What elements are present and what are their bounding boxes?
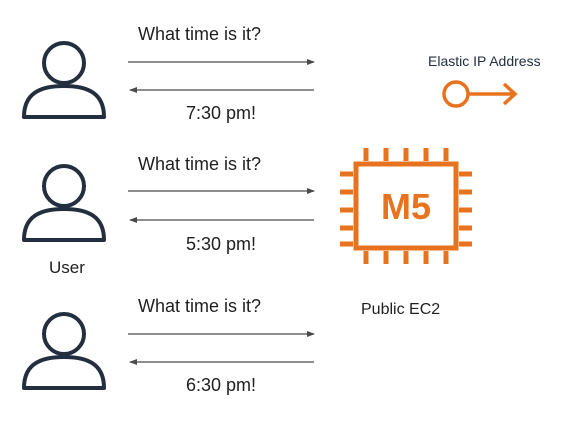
question-label: What time is it? — [138, 154, 262, 174]
elastic-ip-label: Elastic IP Address — [428, 53, 541, 69]
user-icon — [22, 312, 106, 390]
user-icon — [22, 41, 106, 119]
user-icon — [22, 164, 106, 242]
question-label: What time is it? — [138, 296, 262, 316]
chip-text: M5 — [381, 186, 431, 227]
ec2-label: Public EC2 — [361, 301, 441, 318]
answer-label: 5:30 pm! — [186, 234, 257, 254]
user-label: User — [49, 258, 85, 277]
elastic-ip-icon — [442, 80, 518, 108]
ec2-instance-icon: M5 — [340, 148, 472, 264]
answer-label: 6:30 pm! — [186, 375, 257, 395]
question-label: What time is it? — [138, 24, 262, 44]
answer-label: 7:30 pm! — [186, 103, 257, 123]
